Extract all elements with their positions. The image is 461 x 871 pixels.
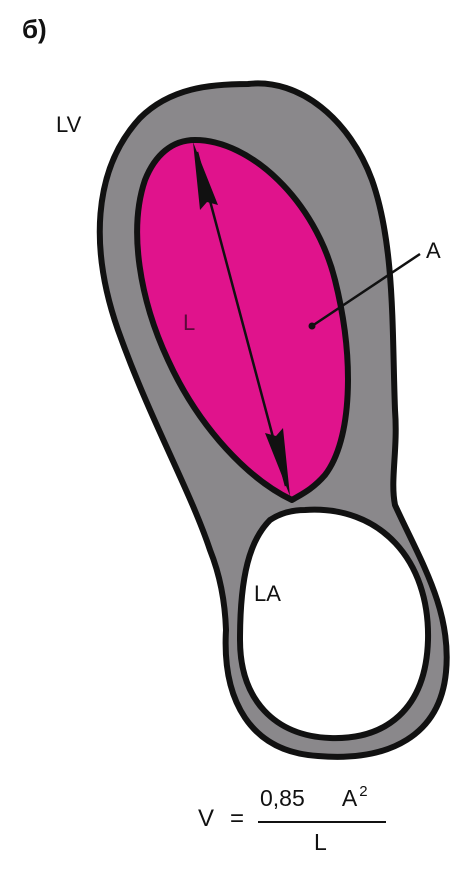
- formula-lhs: V: [198, 805, 214, 833]
- formula-fraction-bar: [258, 821, 386, 823]
- label-la: LA: [254, 581, 281, 606]
- formula-area-symbol: A: [342, 785, 357, 811]
- formula-denominator: L: [314, 829, 327, 856]
- area-pointer-dot: [309, 323, 316, 330]
- formula-equals: =: [230, 805, 244, 833]
- formula-coefficient: 0,85: [260, 785, 305, 811]
- formula-exponent: 2: [359, 783, 367, 800]
- label-length: L: [183, 310, 195, 335]
- label-area: A: [426, 238, 441, 263]
- label-lv: LV: [56, 112, 82, 137]
- la-chamber: [240, 510, 428, 738]
